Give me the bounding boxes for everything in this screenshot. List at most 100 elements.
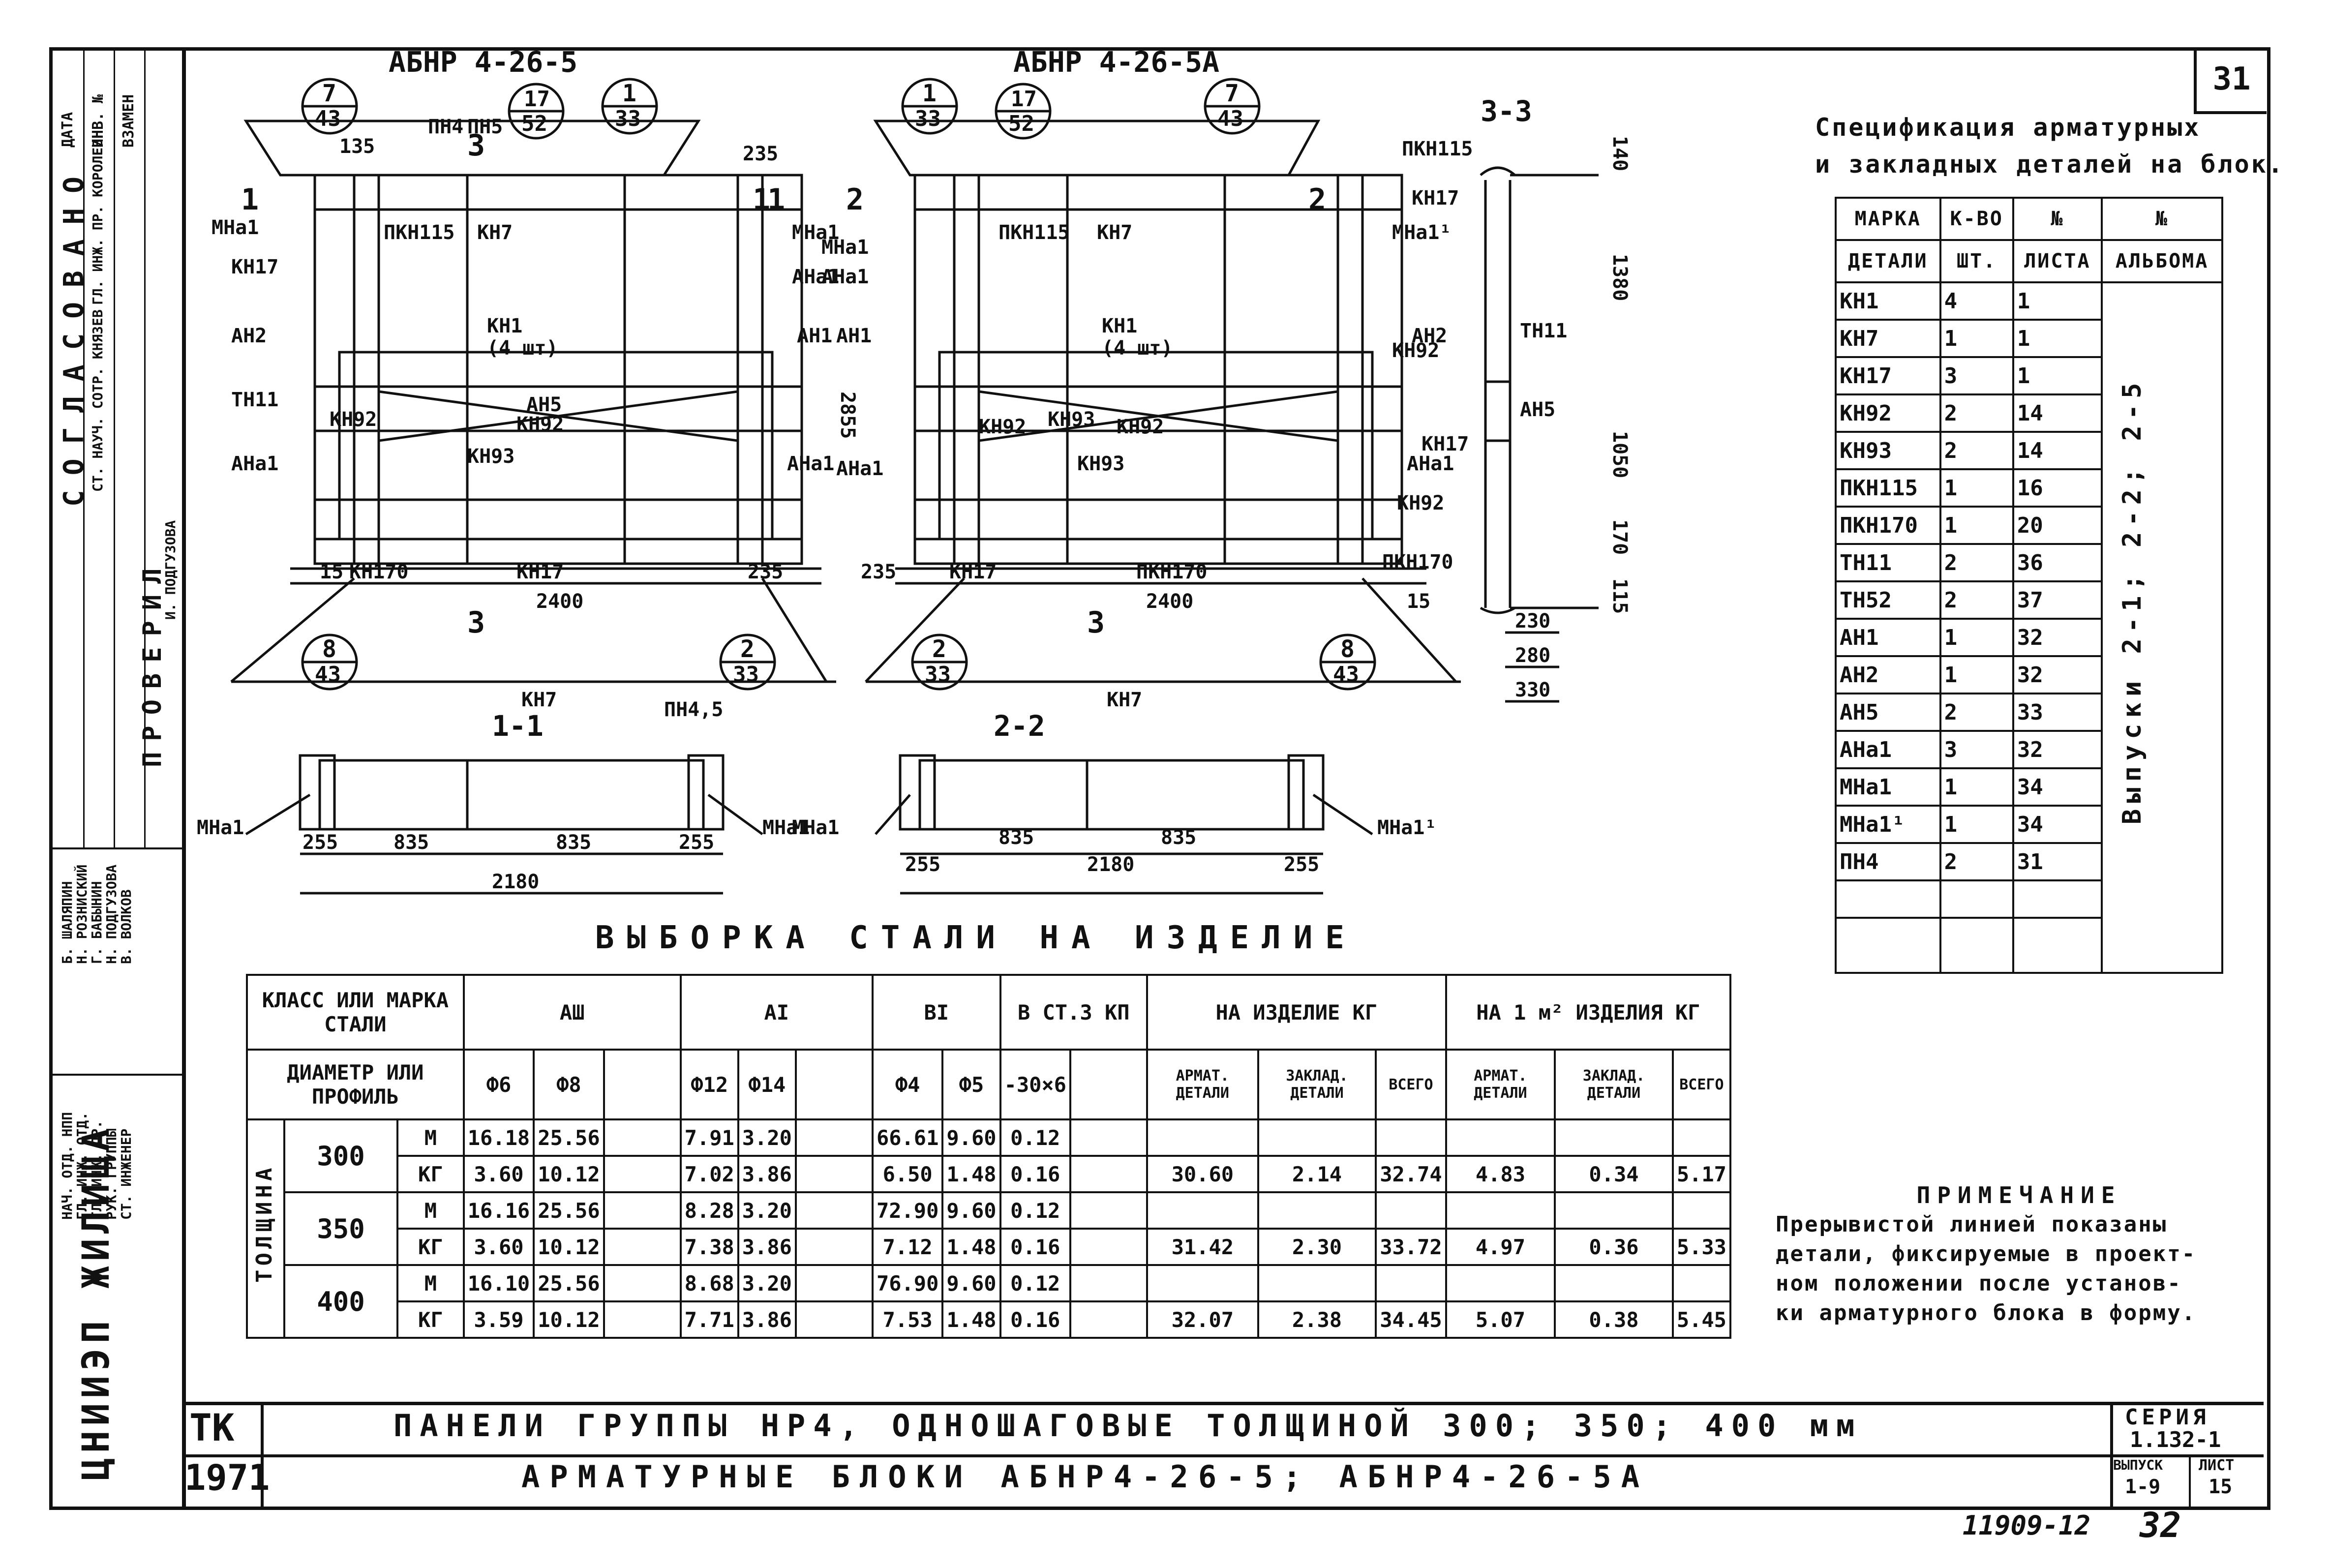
- dim-a-2400: 2400: [536, 590, 583, 613]
- page-number: 32: [2140, 1505, 2181, 1545]
- steel-h-item: НА ИЗДЕЛИЕ КГ: [1146, 974, 1447, 1051]
- label-b-kn1: КН1: [1102, 315, 1137, 337]
- label-33-kn92-bottom: КН92: [1397, 492, 1444, 514]
- callout-a-br-num: 2: [740, 635, 755, 663]
- label-33-pkn115: ПКН115: [1402, 138, 1473, 160]
- label-b-kn92-left: КН92: [979, 416, 1026, 438]
- drawing-frame: [182, 47, 2270, 1510]
- label-a-kn92-left: КН92: [330, 408, 377, 431]
- issue-label: ВЫПУСК: [2113, 1457, 2163, 1473]
- label-a-kn170: КН170: [349, 561, 408, 583]
- section-2-2-title: 2-2: [994, 709, 1045, 743]
- steel-h-class: КЛАСС ИЛИ МАРКА СТАЛИ: [246, 974, 465, 1051]
- cut-mark-1-right: 1: [767, 182, 785, 217]
- callout-a-tr-num: 1: [622, 80, 636, 107]
- dim-sec2-835: 835: [999, 826, 1034, 849]
- callout-a-tm-num: 17: [524, 87, 550, 112]
- label-b-pkn170: ПКН170: [1136, 561, 1208, 583]
- archive-stamp: 11909-12: [1963, 1510, 2091, 1541]
- callout-b-bl-sheet: 33: [925, 662, 951, 687]
- dim-sec2-255b: 255: [1284, 853, 1319, 876]
- steel-thickness-label: ТОЛЩИНА: [246, 1118, 285, 1339]
- callout-b-tm-num: 17: [1011, 87, 1037, 112]
- label-b-kn93-bottom: КН93: [1077, 452, 1124, 475]
- spec-title-1: Спецификация арматурных: [1815, 113, 2201, 142]
- callout-a-tr-sheet: 33: [615, 106, 641, 131]
- title-year: 1971: [184, 1457, 270, 1498]
- cut-mark-2-left: 2: [846, 182, 864, 217]
- spec-h-qty: К-ВО: [1939, 197, 2014, 241]
- note-line-3: ном положении после установ-: [1776, 1271, 2182, 1296]
- approval-title: СОГЛАСОВАНО: [58, 162, 90, 507]
- dim-s-330: 330: [1515, 679, 1550, 701]
- dim-sec1-835b: 835: [556, 831, 591, 854]
- block-b-title: АБНР 4-26-5А: [1013, 47, 1219, 79]
- spec-h-sheet: №: [2012, 197, 2103, 241]
- dim-s-1380: 1380: [1608, 254, 1631, 301]
- callout-a-tl-num: 7: [322, 80, 336, 107]
- dim-a-235b: 235: [748, 561, 783, 583]
- dim-a-235: 235: [743, 143, 778, 165]
- title-line-1: ПАНЕЛИ ГРУППЫ НР4, ОДНОШАГОВЫЕ ТОЛЩИНОЙ …: [393, 1408, 1863, 1444]
- spec-h2-sheet: ЛИСТА: [2012, 239, 2103, 283]
- dim-sec1-2180: 2180: [492, 871, 539, 893]
- label-b-pkn115: ПКН115: [999, 221, 1070, 244]
- steel-h-diam: ДИАМЕТР ИЛИ ПРОФИЛЬ: [246, 1049, 465, 1120]
- callout-b-bl-num: 2: [932, 635, 946, 663]
- drawings: АБНР 4-26-5 АБНР 4-26-5А 3-3 1-1 2-2 7 4…: [197, 47, 1631, 895]
- cut-mark-3-top: 3: [467, 128, 485, 163]
- spec-album-text: Выпуски 2-1; 2-2; 2-5: [2118, 377, 2148, 824]
- label-sec2-mna1-prime: МНа1¹: [1377, 816, 1436, 839]
- label-33-kn92-top: КН92: [1392, 339, 1439, 362]
- label-a-ana1-left: АНа1: [231, 452, 278, 475]
- label-sec1-pn45: ПН4,5: [664, 698, 723, 721]
- approval-strip: [49, 47, 186, 1510]
- organization-logo-text: ЦНИИЭП ЖИЛИЩА: [74, 1124, 118, 1480]
- label-a-kn1: КН1: [487, 315, 522, 337]
- label-b-kn1-count: (4 шт): [1102, 337, 1173, 360]
- callout-b-tm-sheet: 52: [1008, 111, 1034, 136]
- note-line-2: детали, фиксируемые в проект-: [1776, 1241, 2197, 1266]
- cut-mark-1-left: 1: [241, 182, 259, 217]
- callout-b-tr-sheet: 43: [1217, 106, 1243, 131]
- label-b-mna1: МНа1: [821, 236, 869, 259]
- cut-mark-2-right: 2: [1308, 182, 1326, 217]
- side-label-instead: ВЗАМЕН: [120, 94, 137, 148]
- section-3-3-title: 3-3: [1481, 94, 1532, 128]
- block-a-title: АБНР 4-26-5: [389, 47, 577, 79]
- dim-s-170: 170: [1608, 519, 1631, 555]
- dim-s-115: 115: [1608, 578, 1631, 614]
- label-a-tn11: ТН11: [231, 389, 278, 411]
- dim-s-1050: 1050: [1608, 431, 1631, 478]
- steel-h-a1: АI: [679, 974, 874, 1051]
- steel-h-m2: НА 1 м² ИЗДЕЛИЯ КГ: [1445, 974, 1732, 1051]
- label-b-mna1-prime: МНа1¹: [1392, 221, 1451, 244]
- label-a-an1: АН1: [797, 325, 832, 347]
- callout-b-tl-sheet: 33: [915, 106, 941, 131]
- dim-a-15: 15: [320, 561, 343, 583]
- cut-mark-1-mid: 1: [753, 182, 770, 217]
- label-a-ana1-right: АНа1: [787, 452, 834, 475]
- side-name-3: Н. ПОДГУЗОВА: [103, 864, 120, 964]
- sheet-label: ЛИСТ: [2199, 1457, 2235, 1474]
- label-sec2-mna1-left: МНа1: [792, 816, 839, 839]
- dim-sec1-255: 255: [303, 831, 338, 854]
- dim-sec1-255b: 255: [679, 831, 714, 854]
- label-sec2-kn7: КН7: [1107, 689, 1142, 711]
- label-sec1-kn7: КН7: [521, 689, 557, 711]
- issue-value: 1-9: [2125, 1476, 2161, 1498]
- callout-b-tr-num: 7: [1225, 80, 1239, 107]
- side-role-4: СТ. ИНЖЕНЕР: [118, 1128, 134, 1220]
